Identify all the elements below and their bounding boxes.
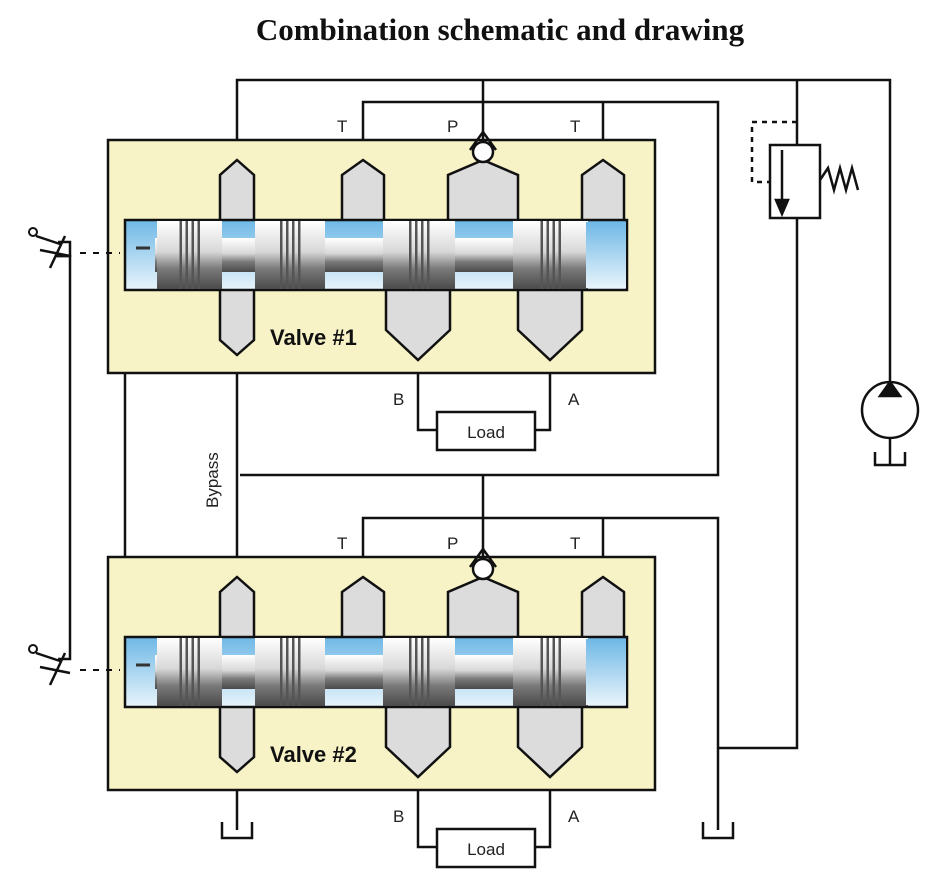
port-label-p: P bbox=[447, 534, 458, 553]
valve-label: Valve #2 bbox=[270, 742, 357, 767]
load-label: Load bbox=[467, 840, 505, 859]
fluid-chamber bbox=[586, 639, 626, 705]
land-groove bbox=[286, 638, 289, 706]
port-chamber bbox=[340, 158, 386, 220]
relief-valve-icon bbox=[750, 120, 860, 220]
port-chamber bbox=[384, 290, 452, 362]
land-groove bbox=[185, 638, 188, 706]
manual-lever-icon[interactable] bbox=[28, 254, 72, 686]
valve-label: Valve #1 bbox=[270, 325, 357, 350]
land-groove bbox=[540, 221, 543, 289]
port-label-a: A bbox=[568, 390, 580, 409]
land-groove bbox=[292, 221, 295, 289]
spool-land bbox=[383, 221, 455, 289]
port-label-t: T bbox=[570, 534, 580, 553]
port-label-p: P bbox=[447, 117, 458, 136]
land-groove bbox=[415, 638, 418, 706]
spool-land bbox=[255, 221, 325, 289]
land-groove bbox=[179, 638, 182, 706]
valve-1: T P T B A Valve #1 Load bbox=[28, 117, 657, 452]
port-chamber bbox=[340, 575, 386, 637]
port-label-a: A bbox=[568, 807, 580, 826]
land-groove bbox=[191, 638, 194, 706]
land-groove bbox=[197, 221, 200, 289]
port-chamber bbox=[580, 158, 626, 220]
port-chamber bbox=[218, 158, 256, 220]
spool-land bbox=[157, 221, 222, 289]
land-groove bbox=[409, 638, 412, 706]
land-groove bbox=[427, 638, 430, 706]
spool-land bbox=[513, 638, 588, 706]
manual-lever-icon[interactable] bbox=[28, 227, 72, 269]
land-groove bbox=[298, 638, 301, 706]
port-label-t: T bbox=[337, 534, 347, 553]
land-groove bbox=[280, 221, 283, 289]
valve-2: T P T B A Valve #2 Load bbox=[28, 254, 657, 869]
load-box bbox=[435, 410, 537, 452]
port-chamber bbox=[218, 575, 256, 637]
land-groove bbox=[427, 221, 430, 289]
diagram-title: Combination schematic and drawing bbox=[255, 12, 745, 47]
spool-land bbox=[383, 638, 455, 706]
spool-land bbox=[513, 221, 588, 289]
land-groove bbox=[185, 221, 188, 289]
land-groove bbox=[197, 638, 200, 706]
port-chamber bbox=[516, 290, 584, 362]
fluid-chamber bbox=[586, 222, 626, 288]
land-groove bbox=[540, 638, 543, 706]
land-groove bbox=[546, 638, 549, 706]
spool-land bbox=[157, 638, 222, 706]
land-groove bbox=[421, 221, 424, 289]
load-label: Load bbox=[467, 423, 505, 442]
check-valve-icon bbox=[468, 546, 498, 581]
land-groove bbox=[292, 638, 295, 706]
load-box bbox=[435, 827, 537, 869]
land-groove bbox=[552, 221, 555, 289]
port-label-b: B bbox=[393, 807, 404, 826]
port-label-b: B bbox=[393, 390, 404, 409]
port-chamber bbox=[218, 290, 256, 357]
land-groove bbox=[558, 638, 561, 706]
land-groove bbox=[179, 221, 182, 289]
bypass-label: Bypass bbox=[203, 452, 222, 508]
land-groove bbox=[546, 221, 549, 289]
land-groove bbox=[558, 221, 561, 289]
check-valve-icon bbox=[468, 129, 498, 164]
land-groove bbox=[191, 221, 194, 289]
land-groove bbox=[280, 638, 283, 706]
land-groove bbox=[409, 221, 412, 289]
land-groove bbox=[286, 221, 289, 289]
land-groove bbox=[298, 221, 301, 289]
spool-land bbox=[255, 638, 325, 706]
port-label-t: T bbox=[337, 117, 347, 136]
port-chamber bbox=[384, 707, 452, 779]
pump-icon bbox=[860, 379, 920, 440]
land-groove bbox=[421, 638, 424, 706]
port-chamber bbox=[580, 575, 626, 637]
port-chamber bbox=[516, 707, 584, 779]
land-groove bbox=[552, 638, 555, 706]
port-label-t: T bbox=[570, 117, 580, 136]
port-chamber bbox=[218, 707, 256, 774]
land-groove bbox=[415, 221, 418, 289]
